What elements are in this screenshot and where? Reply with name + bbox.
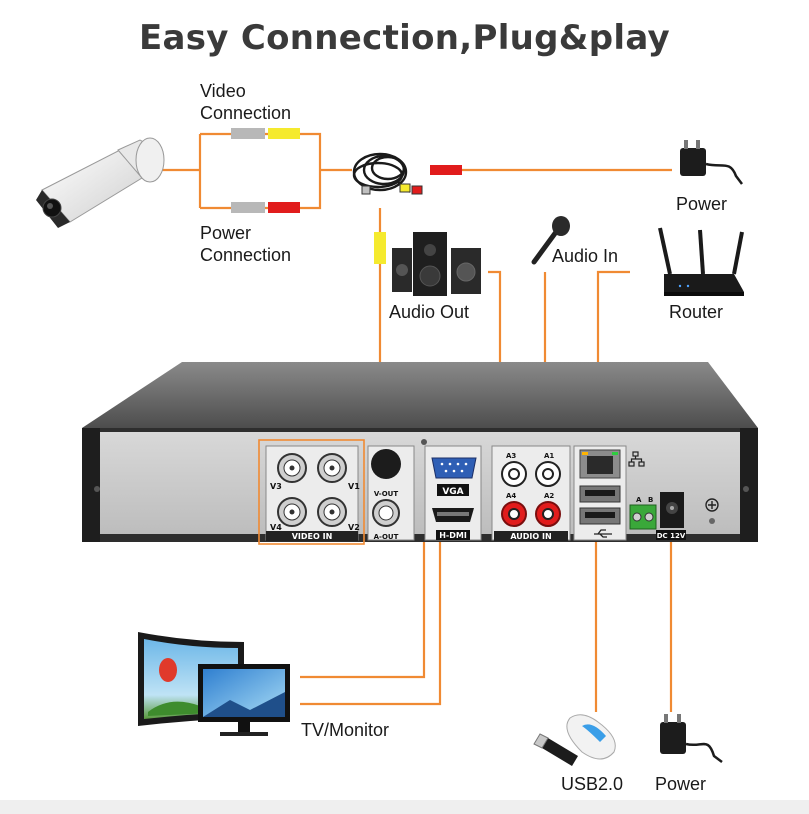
power-top-label: Power bbox=[676, 194, 728, 214]
router-label: Router bbox=[669, 302, 724, 322]
ground-icon bbox=[705, 498, 719, 524]
power-plug-red bbox=[268, 202, 300, 213]
rca-a3[interactable] bbox=[501, 461, 527, 487]
wire-hdmi bbox=[300, 520, 442, 706]
dc-jack[interactable] bbox=[660, 492, 684, 528]
audio-in-panel: A3 A1 A4 A2 AUDIO IN bbox=[491, 445, 571, 541]
usb-port-top[interactable] bbox=[579, 485, 621, 503]
video-plugs bbox=[231, 128, 300, 139]
bnc-v2[interactable] bbox=[317, 497, 347, 527]
a2-label: A2 bbox=[544, 492, 554, 500]
speaker-icon bbox=[392, 232, 481, 296]
lan-usb-panel bbox=[573, 445, 645, 541]
vout-label: V-OUT bbox=[374, 490, 398, 498]
bullet-camera-icon bbox=[36, 137, 165, 228]
rca-a1[interactable] bbox=[535, 461, 561, 487]
a1-label: A1 bbox=[544, 452, 554, 460]
usb-mouse-icon bbox=[566, 714, 616, 760]
rs485-a-label: A bbox=[636, 496, 642, 504]
v2-label: V2 bbox=[348, 523, 360, 532]
bnc-v4[interactable] bbox=[277, 497, 307, 527]
microphone-icon bbox=[531, 216, 570, 265]
rca-a2[interactable] bbox=[535, 501, 561, 527]
power-connection-line2: Connection bbox=[200, 245, 292, 265]
video-plug-gray bbox=[231, 128, 265, 139]
wire-vga bbox=[300, 478, 426, 679]
audio-out-label: Audio Out bbox=[389, 302, 470, 322]
power-bottom-label: Power bbox=[655, 774, 707, 794]
power-connection-line1: Power bbox=[200, 223, 252, 243]
rs485-dc-panel: A B DC 12V bbox=[629, 492, 719, 540]
rca-a4[interactable] bbox=[501, 501, 527, 527]
bottom-strip bbox=[0, 800, 809, 814]
usb-symbol-icon bbox=[594, 529, 612, 538]
power-adapter-icon-bottom bbox=[660, 714, 723, 763]
hdmi-label: H-DMI bbox=[439, 531, 467, 540]
hdmi-port[interactable] bbox=[432, 508, 474, 522]
av-out-panel: V-OUT A-OUT bbox=[367, 439, 427, 541]
vga-hdmi-panel: VGA H-DMI bbox=[424, 445, 482, 541]
router-icon bbox=[658, 227, 744, 296]
bnc-v1[interactable] bbox=[317, 453, 347, 483]
vga-label: VGA bbox=[442, 487, 463, 497]
page-title: Easy Connection,Plug&play bbox=[138, 18, 671, 58]
power-plugs bbox=[231, 202, 300, 213]
dc-label: DC 12V bbox=[657, 532, 686, 540]
power-plug-gray bbox=[231, 202, 265, 213]
audio-in-port-label: AUDIO IN bbox=[510, 532, 551, 541]
monitor-icon bbox=[138, 632, 290, 736]
power-connection-label: Power Connection bbox=[200, 222, 291, 266]
vout-port[interactable] bbox=[371, 449, 401, 479]
v1-label: V1 bbox=[348, 482, 360, 491]
video-in-panel: V3 V1 V4 V2 VIDEO IN bbox=[258, 439, 365, 545]
a3-label: A3 bbox=[506, 452, 516, 460]
v4-label: V4 bbox=[270, 523, 282, 532]
v3-label: V3 bbox=[270, 482, 282, 491]
a4-label: A4 bbox=[506, 492, 516, 500]
aout-port[interactable] bbox=[372, 499, 400, 527]
vga-port[interactable] bbox=[431, 457, 477, 479]
power-adapter-icon-top bbox=[680, 140, 743, 185]
usb-port-bottom[interactable] bbox=[579, 507, 621, 525]
audio-in-label: Audio In bbox=[552, 246, 619, 266]
rs485-b-label: B bbox=[648, 496, 653, 504]
video-connection-label: Video Connection bbox=[200, 80, 291, 124]
network-symbol-icon bbox=[628, 451, 645, 467]
wire-video-top bbox=[200, 132, 322, 170]
bnc-v3[interactable] bbox=[277, 453, 307, 483]
usb-label: USB2.0 bbox=[561, 774, 624, 794]
aout-label: A-OUT bbox=[374, 533, 399, 541]
video-connection-line1: Video bbox=[200, 81, 246, 101]
video-connection-line2: Connection bbox=[200, 103, 292, 123]
dvr-chassis bbox=[82, 362, 758, 542]
lan-port[interactable] bbox=[579, 449, 621, 479]
tv-monitor-label: TV/Monitor bbox=[301, 720, 390, 740]
rs485-terminal[interactable] bbox=[629, 504, 657, 530]
usb-stick-icon bbox=[533, 733, 578, 766]
power-plug-red-right bbox=[430, 165, 462, 175]
bnc-cable-icon bbox=[352, 152, 423, 195]
video-plug-yellow bbox=[268, 128, 300, 139]
video-in-label: VIDEO IN bbox=[292, 532, 333, 541]
video-plug-yellow-down bbox=[374, 232, 386, 264]
